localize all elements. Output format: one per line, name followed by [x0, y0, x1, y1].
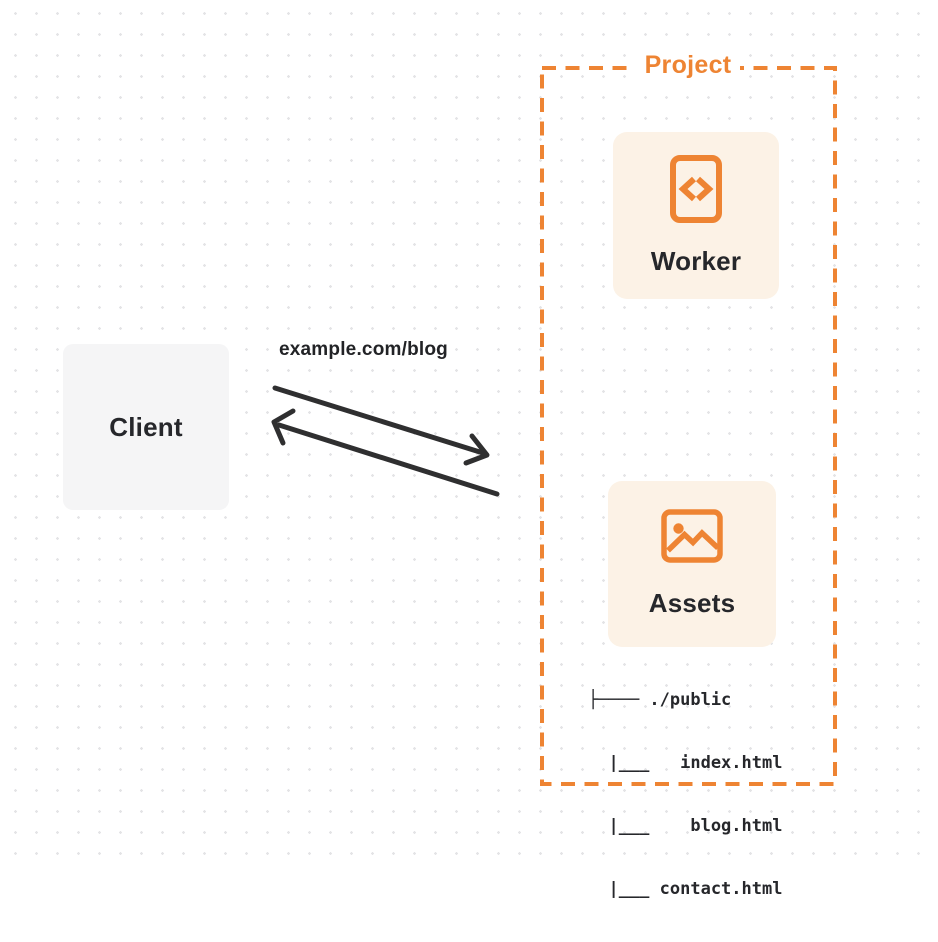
assets-node-label: Assets [648, 588, 736, 618]
code-file-icon [670, 154, 722, 223]
assets-node: Assets [608, 481, 776, 647]
project-group-label-text: Project [635, 51, 741, 80]
request-url-label: example.com/blog [279, 339, 448, 360]
response-arrowhead-icon [271, 408, 296, 446]
request-arrow [272, 385, 490, 466]
file-tree-line-contact: |___ contact.html [588, 879, 783, 899]
response-arrow [271, 408, 500, 497]
response-arrow-shaft [276, 422, 500, 497]
client-node-label: Client [109, 411, 183, 442]
request-arrowhead-icon [463, 433, 490, 466]
file-tree-line-index: |___ index.html [588, 753, 783, 773]
project-group-label: Project [540, 51, 836, 80]
diagram-canvas: Project Worker Assets ├──── ./public |__… [0, 0, 938, 899]
client-node: Client [63, 344, 229, 510]
worker-node-label: Worker [650, 245, 742, 276]
file-tree: ├──── ./public |___ index.html |___ blog… [588, 648, 782, 942]
file-tree-line-blog: |___ blog.html [588, 816, 783, 836]
worker-node: Worker [613, 132, 779, 299]
request-arrow-shaft [272, 385, 486, 456]
image-icon [661, 509, 723, 563]
file-tree-line-public: ├──── ./public [588, 690, 732, 710]
